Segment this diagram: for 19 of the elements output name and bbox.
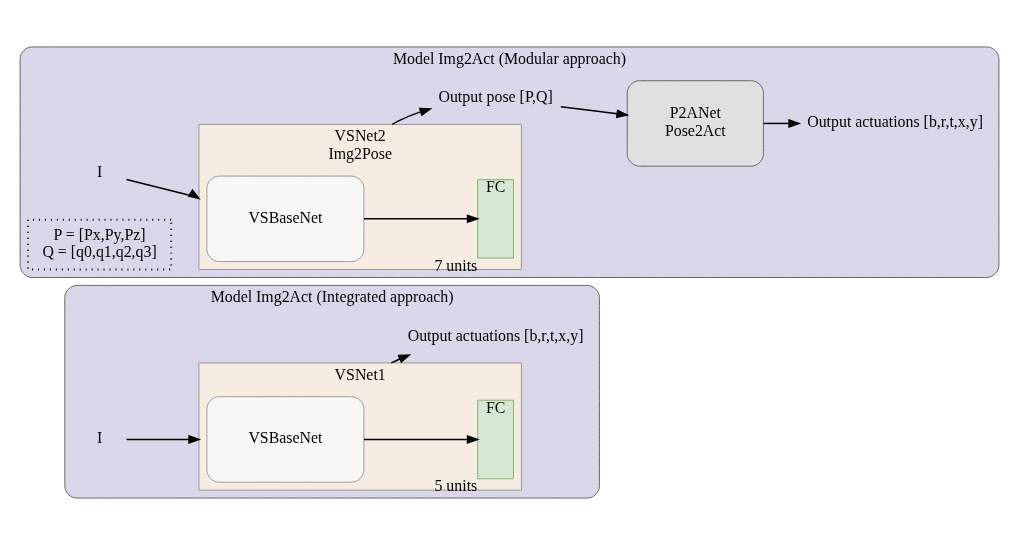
node-text: Output actuations [b,r,t,x,y] (407, 326, 584, 344)
arrow (363, 434, 480, 444)
node-text: Output pose [P,Q] (438, 87, 553, 105)
node-text: I (96, 428, 103, 446)
node-box: VSBaseNet (206, 175, 365, 262)
node-text: Output actuations [b,r,t,x,y] (807, 112, 983, 130)
node-box: FC (477, 178, 514, 259)
arrow (125, 434, 202, 444)
arrow (762, 118, 802, 128)
arrow (391, 107, 433, 125)
arrow (560, 105, 630, 118)
node-text: I (96, 162, 103, 180)
arrow (125, 178, 201, 200)
node-box: P = [Px,Py,Pz] Q = [q0,q1,q2,q3] (27, 218, 173, 270)
arrow (363, 213, 480, 223)
node-box: FC (477, 399, 514, 479)
node-box: P2ANet Pose2Act (626, 79, 764, 167)
node-box: VSBaseNet (206, 395, 365, 483)
node-label: 5 units (434, 476, 478, 494)
